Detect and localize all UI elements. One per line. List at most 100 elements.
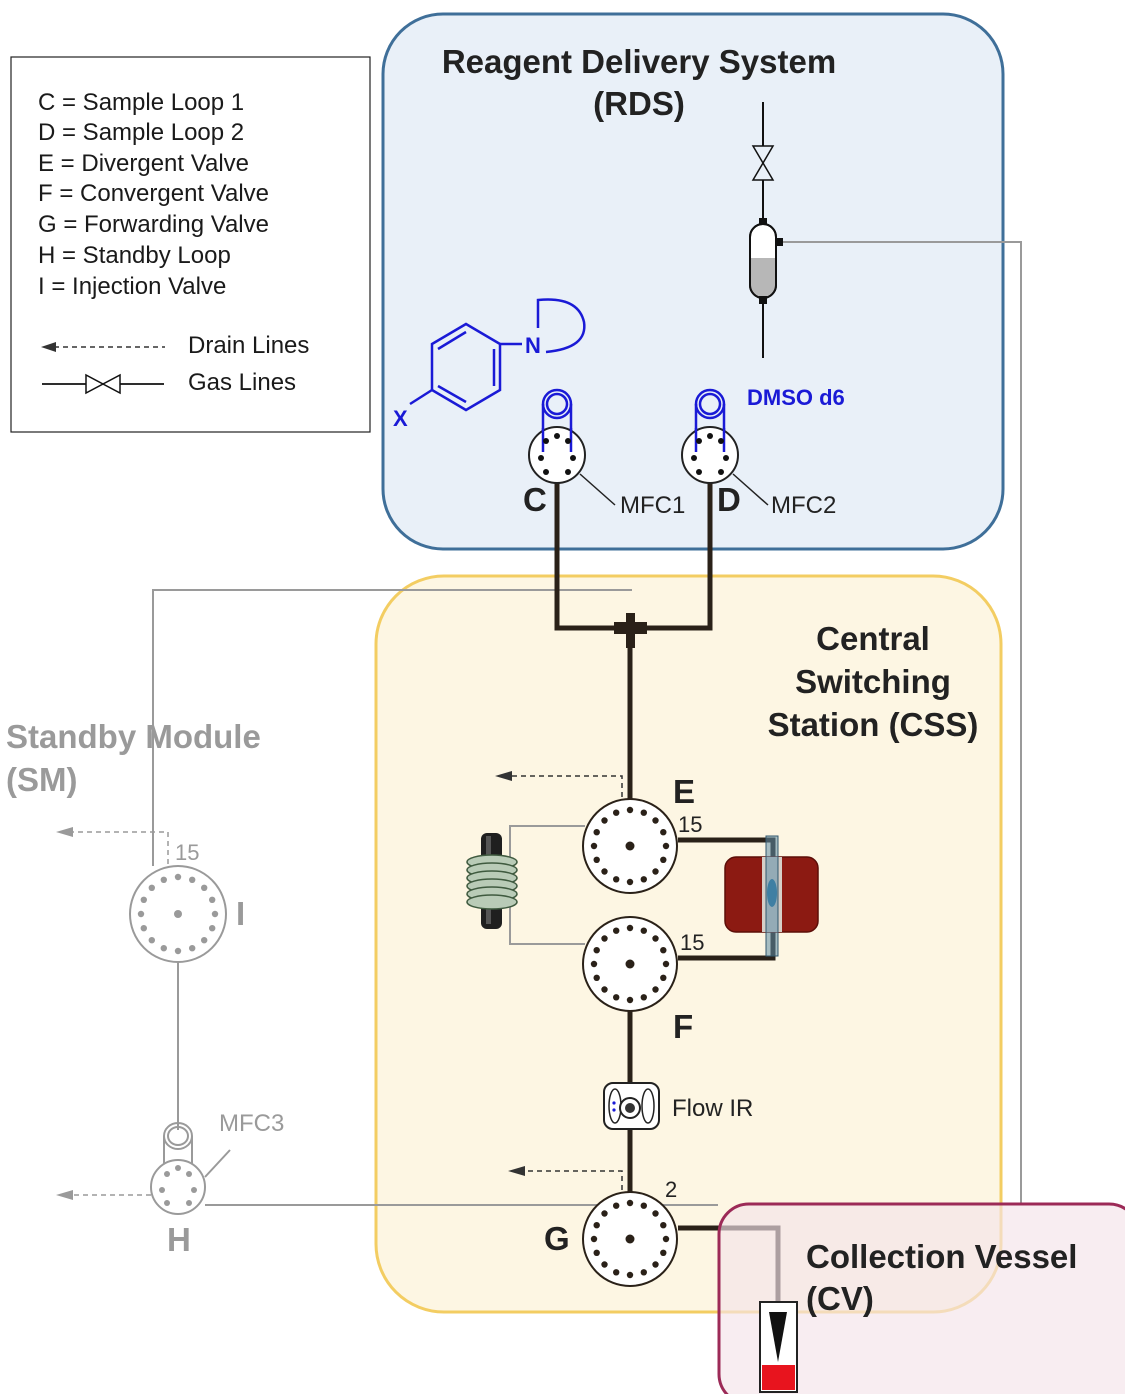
valve-port bbox=[201, 884, 208, 891]
valve-port bbox=[590, 1235, 598, 1243]
legend-item: G = Forwarding Valve bbox=[38, 211, 269, 238]
valve-port bbox=[211, 910, 219, 918]
rds-module-box bbox=[381, 12, 1005, 551]
cv-title-line2: (CV) bbox=[806, 1280, 874, 1317]
valve-port bbox=[613, 1269, 620, 1276]
sm-title-line2: (SM) bbox=[6, 761, 77, 798]
valve-port bbox=[593, 1249, 600, 1257]
valve-port bbox=[660, 974, 667, 981]
valve-port bbox=[593, 856, 600, 863]
valve-port bbox=[148, 884, 155, 891]
valve-port bbox=[209, 896, 216, 903]
label-i: I bbox=[236, 895, 245, 932]
valve-port bbox=[140, 896, 147, 903]
label-port-g: 2 bbox=[665, 1177, 677, 1202]
legend-box bbox=[10, 56, 371, 433]
valve-port bbox=[148, 937, 155, 944]
valve-port bbox=[626, 806, 634, 814]
valve-port bbox=[189, 945, 196, 952]
valve-port bbox=[652, 1210, 659, 1217]
valve-port bbox=[660, 1249, 667, 1257]
legend-gas-lines-label: Gas Lines bbox=[188, 369, 296, 396]
valve-port bbox=[613, 994, 620, 1001]
drain-lines bbox=[72, 775, 623, 1196]
valve-port bbox=[201, 937, 208, 944]
valve-port bbox=[626, 924, 634, 932]
valve-port bbox=[626, 996, 634, 1004]
valve-port bbox=[601, 935, 608, 942]
valve-port bbox=[209, 925, 216, 932]
valve-port bbox=[601, 986, 608, 993]
valve-centers bbox=[174, 841, 635, 1244]
sample-loop-c-coil-inner bbox=[541, 428, 573, 452]
valve-port bbox=[174, 947, 182, 955]
heat-exchanger-coil bbox=[466, 833, 518, 929]
valve-port bbox=[652, 986, 659, 993]
legend-drain-line-symbol bbox=[41, 342, 165, 352]
label-port-i: 15 bbox=[175, 840, 199, 865]
valve-port bbox=[160, 945, 167, 952]
valve-port bbox=[660, 856, 667, 863]
valve-port bbox=[601, 817, 608, 824]
legend-item: C = Sample Loop 1 bbox=[38, 89, 244, 116]
legend-item: I = Injection Valve bbox=[38, 273, 226, 300]
valve-port bbox=[590, 960, 598, 968]
mixing-tee bbox=[614, 613, 647, 648]
valve-port bbox=[640, 809, 647, 816]
label-c: C bbox=[523, 481, 547, 518]
valve-port bbox=[613, 1202, 620, 1209]
valve-port bbox=[593, 947, 600, 954]
valve-port bbox=[660, 1222, 667, 1229]
legend-item: D = Sample Loop 2 bbox=[38, 119, 244, 146]
reactor-module bbox=[724, 835, 819, 957]
valve-port bbox=[626, 1271, 634, 1279]
rds-title-line2: (RDS) bbox=[593, 85, 685, 122]
valve-port bbox=[662, 842, 670, 850]
label-d: D bbox=[717, 481, 741, 518]
label-flow-ir: Flow IR bbox=[672, 1095, 753, 1122]
cv-title-line1: Collection Vessel bbox=[806, 1238, 1077, 1275]
label-g: G bbox=[544, 1220, 570, 1257]
valve-port bbox=[601, 868, 608, 875]
label-port-f: 15 bbox=[680, 930, 704, 955]
valve-port bbox=[174, 873, 182, 881]
valve-port bbox=[626, 1199, 634, 1207]
legend-gas-line-symbol bbox=[42, 373, 164, 395]
valve-port bbox=[652, 935, 659, 942]
label-h: H bbox=[167, 1221, 191, 1258]
molecule-substituent-label: X bbox=[393, 406, 408, 431]
valve-port bbox=[593, 1222, 600, 1229]
valve-port bbox=[660, 947, 667, 954]
standby-loop-valve-ports bbox=[159, 1165, 197, 1206]
label-mfc1: MFC1 bbox=[620, 492, 685, 519]
label-mfc2: MFC2 bbox=[771, 492, 836, 519]
gas-line-valve bbox=[751, 102, 775, 222]
flow-ir-cell bbox=[603, 1082, 660, 1130]
label-port-e: 15 bbox=[678, 812, 702, 837]
amine-reagent-structure bbox=[409, 298, 586, 412]
molecule-nitrogen-label: N bbox=[525, 333, 541, 358]
valve-port bbox=[640, 876, 647, 883]
label-e: E bbox=[673, 773, 695, 810]
valve-port bbox=[613, 809, 620, 816]
css-module-box bbox=[374, 574, 1003, 1314]
solvent-reservoir bbox=[749, 218, 783, 358]
collection-vial bbox=[759, 1301, 798, 1393]
valve-port bbox=[662, 960, 670, 968]
valve-port bbox=[613, 927, 620, 934]
valve-port bbox=[140, 925, 147, 932]
valve-port bbox=[601, 1210, 608, 1217]
legend: C = Sample Loop 1 D = Sample Loop 2 E = … bbox=[10, 56, 371, 433]
label-dmso: DMSO d6 bbox=[747, 385, 845, 410]
sm-title-line1: Standby Module bbox=[6, 718, 261, 755]
legend-item: H = Standby Loop bbox=[38, 242, 231, 269]
label-f: F bbox=[673, 1008, 693, 1045]
valve-port bbox=[626, 878, 634, 886]
css-title-line1: Central bbox=[816, 620, 930, 657]
valve-port bbox=[652, 1261, 659, 1268]
valve-port bbox=[137, 910, 145, 918]
label-mfc3: MFC3 bbox=[219, 1110, 284, 1137]
valve-port bbox=[189, 876, 196, 883]
valve-port bbox=[660, 829, 667, 836]
